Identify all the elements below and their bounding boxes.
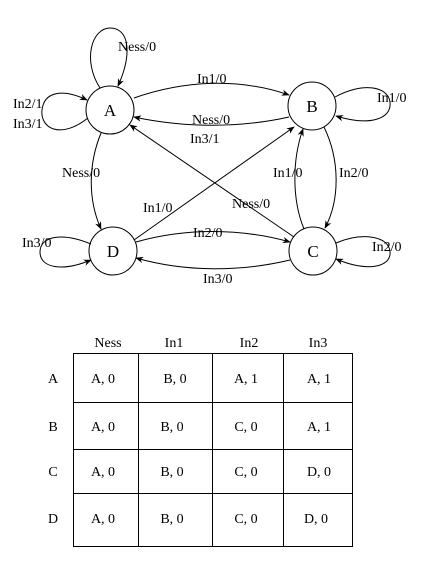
transition-label: In1/0 xyxy=(143,201,173,216)
transition-c-d: In3/0 xyxy=(135,256,291,287)
state-node-b: B xyxy=(287,81,337,131)
transition-label: In2/0 xyxy=(193,226,223,241)
transition-a-a-ness: Ness/0 xyxy=(90,27,156,89)
transition-c-c: In2/0 xyxy=(335,236,402,268)
transition-a-a-in23: In2/1 In3/1 xyxy=(13,92,89,132)
table-cell: B, 0 xyxy=(160,420,183,435)
transition-label: In1/0 xyxy=(377,91,407,106)
table-cell: A, 0 xyxy=(91,372,115,387)
table-row-header: B xyxy=(48,420,57,435)
table-row-header: C xyxy=(48,465,57,480)
state-node-d: D xyxy=(88,226,138,276)
transition-label-line-2: In3/1 xyxy=(190,132,220,147)
state-node-a: A xyxy=(85,85,135,135)
transition-b-c: In2/0 xyxy=(323,126,369,229)
table-cell: A, 0 xyxy=(91,512,115,527)
transition-a-b: In1/0 xyxy=(133,72,290,99)
table-cell: C, 0 xyxy=(234,512,257,527)
transition-d-d: In3/0 xyxy=(22,236,92,268)
table-row: B A, 0 B, 0 C, 0 A, 1 xyxy=(48,420,331,435)
transition-label-line-1: In2/1 xyxy=(13,97,43,112)
table-cell: D, 0 xyxy=(304,512,328,527)
table-cell: D, 0 xyxy=(307,465,331,480)
transition-label: In3/0 xyxy=(203,272,233,287)
table-col-header: In2 xyxy=(240,336,259,351)
transition-c-a: Ness/0 xyxy=(129,124,295,238)
transition-label: In3/0 xyxy=(22,236,52,251)
transition-label: Ness/0 xyxy=(62,166,100,181)
table-row-header: D xyxy=(48,512,58,527)
transition-label: In1/0 xyxy=(197,72,227,87)
table-row: A A, 0 B, 0 A, 1 A, 1 xyxy=(48,372,331,387)
table-cell: A, 1 xyxy=(234,372,258,387)
transition-c-b: In1/0 xyxy=(273,128,305,230)
table-cell: B, 0 xyxy=(163,372,186,387)
transition-d-b: In1/0 xyxy=(133,126,295,241)
table-col-header: In1 xyxy=(165,336,184,351)
state-label-a: A xyxy=(104,101,117,120)
transition-b-a: Ness/0 In3/1 xyxy=(133,113,290,147)
transition-label: In2/0 xyxy=(372,240,402,255)
table-cell: C, 0 xyxy=(234,465,257,480)
state-label-c: C xyxy=(307,242,318,261)
table-cell: A, 1 xyxy=(307,420,331,435)
transition-label: Ness/0 xyxy=(232,197,270,212)
transition-b-b: In1/0 xyxy=(334,87,407,122)
transition-label-line-2: In3/1 xyxy=(13,117,43,132)
table-cell: A, 0 xyxy=(91,420,115,435)
state-node-c: C xyxy=(288,226,338,276)
table-col-header: In3 xyxy=(309,336,328,351)
table-row-header: A xyxy=(48,372,59,387)
table-cell: B, 0 xyxy=(160,465,183,480)
transition-d-c: In2/0 xyxy=(135,226,291,244)
state-label-d: D xyxy=(107,242,119,261)
transition-a-d: Ness/0 xyxy=(62,132,102,230)
transition-label: Ness/0 xyxy=(118,40,156,55)
transition-label: In1/0 xyxy=(273,166,303,181)
transition-table: Ness In1 In2 In3 A A, 0 B, 0 A, 1 A, 1 B… xyxy=(48,336,353,547)
table-cell: A, 0 xyxy=(91,465,115,480)
table-col-header: Ness xyxy=(94,336,121,351)
table-row: C A, 0 B, 0 C, 0 D, 0 xyxy=(48,465,331,480)
table-cell: C, 0 xyxy=(234,420,257,435)
table-cell: B, 0 xyxy=(160,512,183,527)
transition-label: In2/0 xyxy=(339,166,369,181)
transition-label-line-1: Ness/0 xyxy=(192,113,230,128)
table-cell: A, 1 xyxy=(307,372,331,387)
table-row: D A, 0 B, 0 C, 0 D, 0 xyxy=(48,512,328,527)
state-label-b: B xyxy=(306,97,317,116)
